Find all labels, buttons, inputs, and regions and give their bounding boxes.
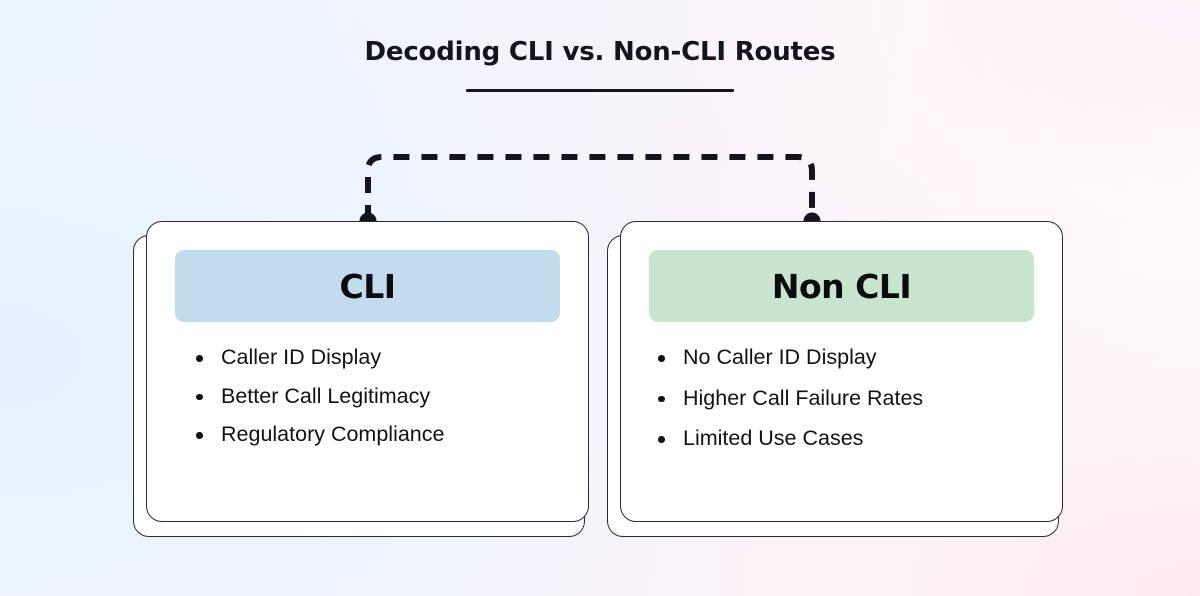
card-cli-feature-list: Caller ID Display Better Call Legitimacy… — [147, 344, 588, 449]
connector-path — [365, 154, 815, 221]
list-item: No Caller ID Display — [658, 344, 1036, 372]
title-underline-divider — [466, 88, 734, 92]
list-item: Limited Use Cases — [658, 425, 1036, 453]
list-item: Higher Call Failure Rates — [658, 385, 1036, 413]
card-non-cli[interactable]: Non CLI No Caller ID Display Higher Call… — [607, 221, 1063, 541]
list-item: Better Call Legitimacy — [196, 383, 562, 411]
card-non-cli-header-label: Non CLI — [771, 266, 912, 306]
list-item: Caller ID Display — [196, 344, 562, 372]
card-non-cli-front-layer: Non CLI No Caller ID Display Higher Call… — [620, 221, 1063, 522]
list-item: Regulatory Compliance — [196, 421, 562, 449]
card-non-cli-feature-list: No Caller ID Display Higher Call Failure… — [621, 344, 1062, 453]
card-non-cli-header: Non CLI — [649, 250, 1034, 322]
card-cli-header: CLI — [175, 250, 560, 322]
page-title: Decoding CLI vs. Non-CLI Routes — [364, 37, 836, 67]
card-cli-front-layer: CLI Caller ID Display Better Call Legiti… — [146, 221, 589, 522]
card-cli[interactable]: CLI Caller ID Display Better Call Legiti… — [133, 221, 589, 541]
cards-area: CLI Caller ID Display Better Call Legiti… — [0, 221, 1200, 541]
title-block: Decoding CLI vs. Non-CLI Routes — [0, 36, 1200, 92]
card-cli-header-label: CLI — [339, 266, 396, 306]
